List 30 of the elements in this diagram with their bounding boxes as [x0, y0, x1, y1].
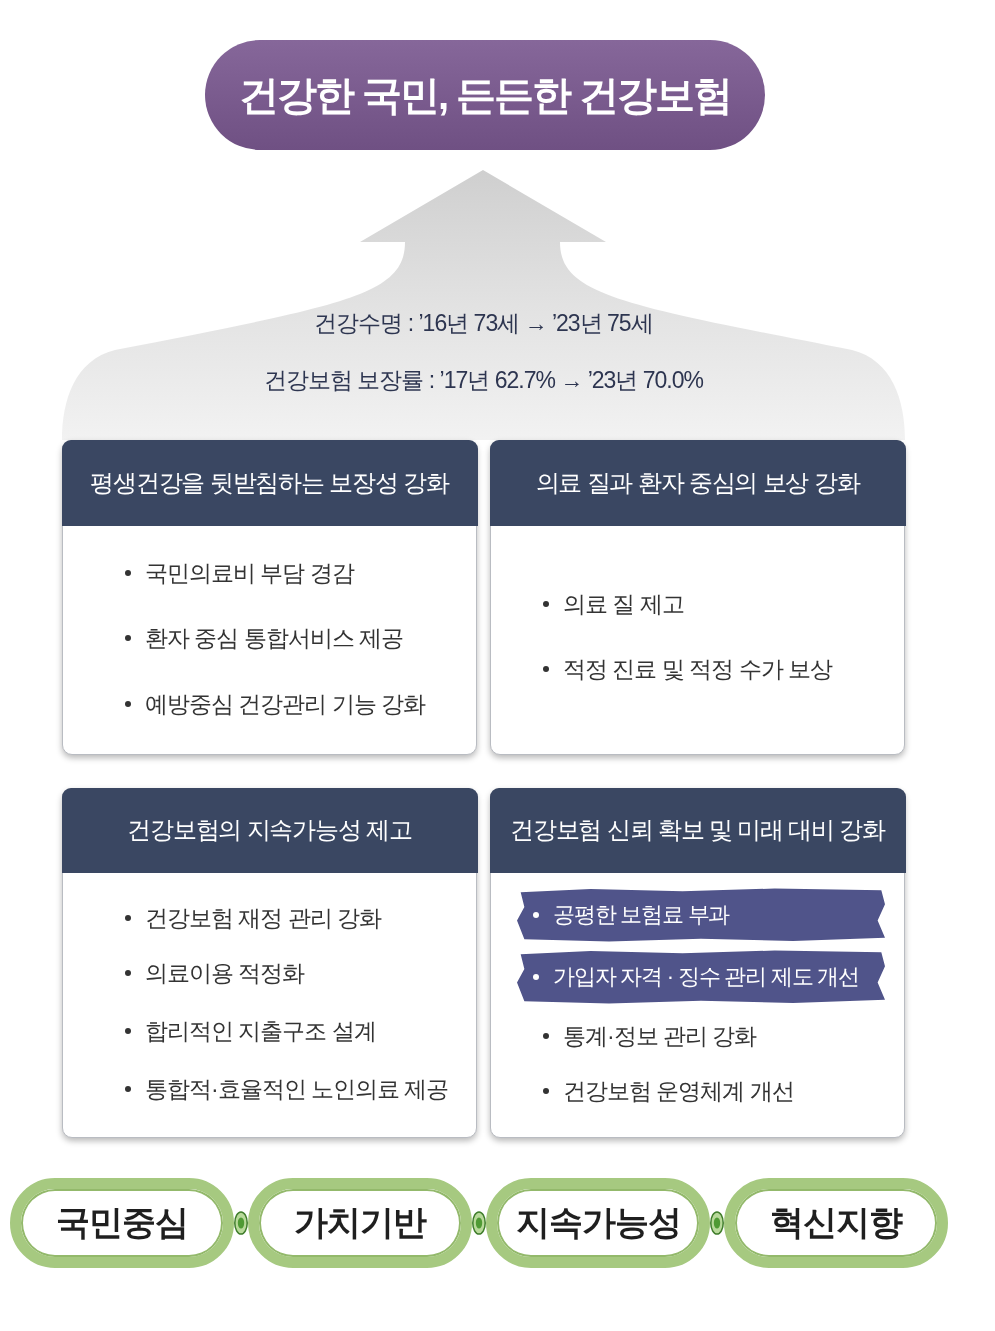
- stat-text: 건강수명 : ’16년 73세 → ’23년 75세: [314, 309, 653, 338]
- policy-card: [62, 440, 477, 755]
- policy-card: [490, 440, 905, 755]
- card-header: 의료 질과 환자 중심의 보상 강화: [489, 439, 906, 526]
- bullet-item: 건강보험 재정 관리 강화: [145, 904, 382, 933]
- bullet-item: 의료 질 제고: [563, 590, 684, 619]
- card-header: 평생건강을 뒷받침하는 보장성 강화: [61, 439, 478, 526]
- policy-card: [62, 788, 477, 1138]
- highlight-band: [517, 888, 885, 942]
- bullet-item: 국민의료비 부담 경감: [145, 559, 354, 588]
- bullet-item: 예방중심 건강관리 기능 강화: [145, 690, 426, 719]
- card-header: 건강보험 신뢰 확보 및 미래 대비 강화: [489, 787, 906, 873]
- card-header: 건강보험의 지속가능성 제고: [61, 787, 478, 873]
- policy-card: [490, 788, 905, 1138]
- bullet-item: 통계·정보 관리 강화: [563, 1022, 757, 1051]
- highlight-band: [517, 950, 885, 1004]
- bullet-item: 공평한 보험료 부과: [553, 901, 730, 929]
- bullet-item: 건강보험 운영체계 개선: [563, 1077, 794, 1106]
- pill-label: 국민중심: [56, 1202, 188, 1243]
- bullet-item: 의료이용 적정화: [145, 959, 305, 988]
- bullet-item: 통합적·효율적인 노인의료 제공: [145, 1075, 449, 1104]
- pill-label: 가치기반: [294, 1202, 426, 1243]
- pill-label: 지속가능성: [515, 1202, 681, 1243]
- bullet-item: 가입자 자격 · 징수 관리 제도 개선: [553, 963, 859, 991]
- bullet-item: 적정 진료 및 적정 수가 보상: [563, 655, 832, 684]
- banner-title: 건강한 국민, 든든한 건강보험: [238, 71, 732, 119]
- bullet-item: 합리적인 지출구조 설계: [145, 1017, 376, 1046]
- stat-text: 건강보험 보장률 : ’17년 62.7% → ’23년 70.0%: [264, 366, 703, 395]
- pill-label: 혁신지향: [770, 1202, 902, 1243]
- bullet-item: 환자 중심 통합서비스 제공: [145, 624, 404, 653]
